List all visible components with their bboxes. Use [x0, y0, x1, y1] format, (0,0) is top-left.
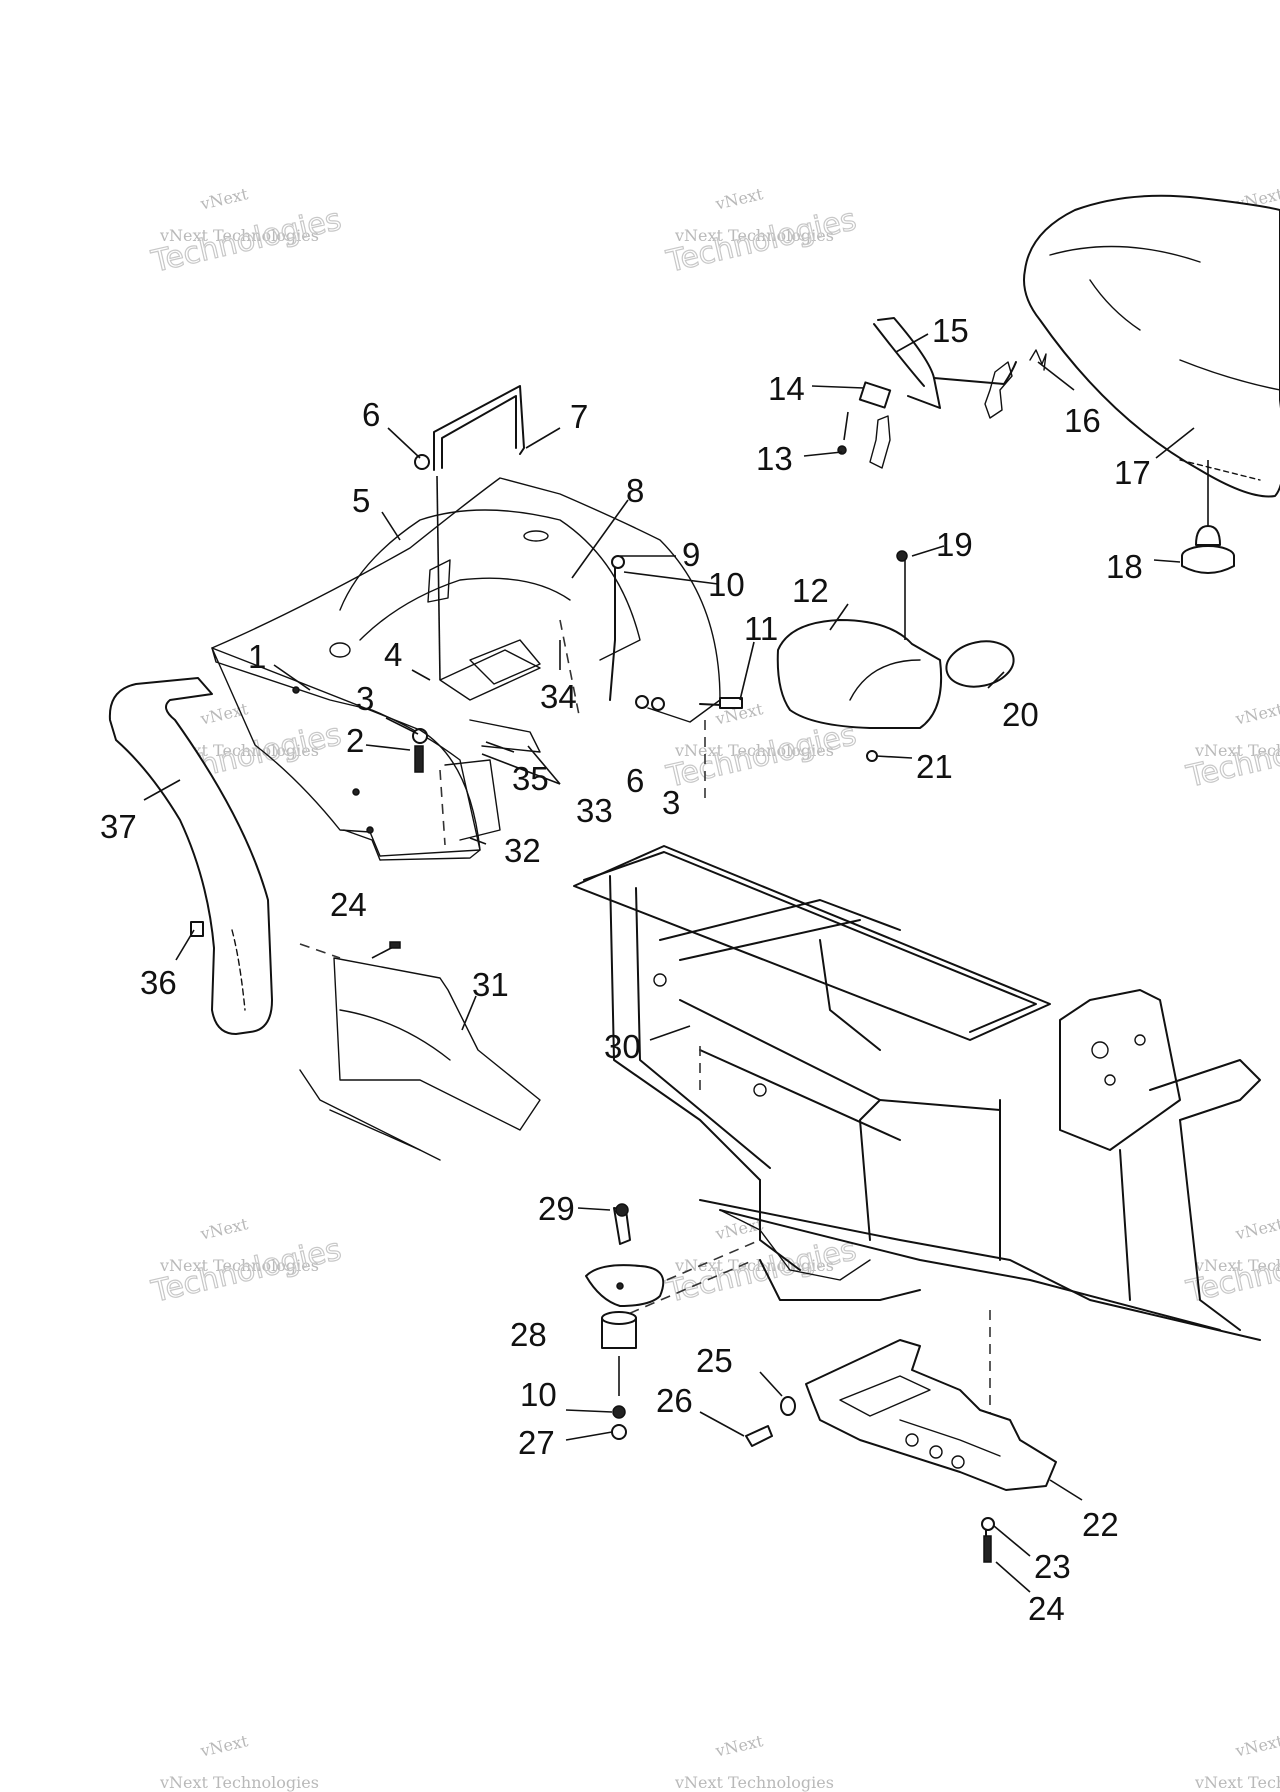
callout-6: 6 [626, 762, 644, 799]
callout-28: 28 [510, 1316, 547, 1353]
footwell-part [108, 677, 273, 1035]
svg-text:vNext: vNext [713, 184, 766, 214]
callout-10: 10 [708, 566, 745, 603]
svg-text:vNext: vNext [1233, 1214, 1280, 1244]
svg-text:vNext Technologies: vNext Technologies [159, 1773, 319, 1792]
callout-16: 16 [1064, 402, 1101, 439]
rear-handle-part [433, 385, 525, 471]
side-panel-part [299, 941, 541, 1161]
callout-17: 17 [1114, 454, 1151, 491]
watermark: vNext vNext Technologies Technologies [1182, 699, 1280, 795]
svg-text:vNext: vNext [713, 1731, 766, 1761]
callout-34: 34 [540, 678, 577, 715]
svg-text:vNext Technologies: vNext Technologies [159, 1256, 319, 1275]
callout-11: 11 [744, 610, 778, 647]
rear-rack-part [211, 477, 721, 857]
callout-26: 26 [656, 1382, 693, 1419]
svg-text:Technologies: Technologies [663, 717, 860, 795]
svg-text:Technologies: Technologies [663, 1232, 860, 1310]
svg-text:vNext Technologies: vNext Technologies [1194, 1256, 1280, 1275]
callout-31: 31 [472, 966, 509, 1003]
callout-14: 14 [768, 370, 805, 407]
callout-33: 33 [576, 792, 613, 829]
callout-4: 4 [384, 636, 402, 673]
callout-20: 20 [1002, 696, 1039, 733]
svg-text:vNext Technologies: vNext Technologies [674, 1773, 834, 1792]
tail-light-part [776, 550, 1015, 762]
callout-27: 27 [518, 1424, 555, 1461]
svg-text:vNext: vNext [198, 699, 251, 729]
svg-text:vNext Technologies: vNext Technologies [1194, 1773, 1280, 1792]
callout-leaders [143, 333, 1195, 1593]
callout-25: 25 [696, 1342, 733, 1379]
callout-22: 22 [1082, 1506, 1119, 1543]
watermark: vNext vNext Technologies Technologies [147, 184, 345, 280]
callout-1: 1 [248, 638, 266, 675]
callout-35: 35 [512, 760, 549, 797]
svg-text:vNext: vNext [198, 1731, 251, 1761]
svg-text:vNext Technologies: vNext Technologies [674, 226, 834, 245]
svg-text:Technologies: Technologies [148, 202, 345, 280]
callout-8: 8 [626, 472, 644, 509]
callout-6: 6 [362, 396, 380, 433]
callout-30: 30 [604, 1028, 641, 1065]
callout-24: 24 [330, 886, 367, 923]
fender-part [211, 647, 541, 861]
callout-2: 2 [346, 722, 364, 759]
callout-12: 12 [792, 572, 829, 609]
watermark: vNext vNext Technologies [159, 1731, 319, 1792]
seat-bumper-part [1181, 460, 1235, 574]
skid-plate-part [805, 1339, 1057, 1563]
callout-10: 10 [520, 1376, 557, 1413]
callout-7: 7 [570, 398, 588, 435]
callout-21: 21 [916, 748, 953, 785]
watermark: vNext vNext Technologies Technologies [662, 184, 860, 280]
rack-fasteners [412, 454, 743, 773]
watermarks: vNext vNext Technologies Technologies vN… [147, 184, 1280, 1792]
callout-19: 19 [936, 526, 973, 563]
svg-text:vNext: vNext [198, 1214, 251, 1244]
callout-23: 23 [1034, 1548, 1071, 1585]
watermark: vNext vNext Technologies Technologies [662, 1214, 860, 1310]
svg-text:vNext Technologies: vNext Technologies [1194, 741, 1280, 760]
watermark: vNext vNext Technologies [1194, 1731, 1280, 1792]
callout-13: 13 [756, 440, 793, 477]
watermark: vNext vNext Technologies Technologies [147, 1214, 345, 1310]
callout-29: 29 [538, 1190, 575, 1227]
engine-mount-part [585, 1203, 665, 1440]
callout-37: 37 [100, 808, 137, 845]
callout-36: 36 [140, 964, 177, 1001]
seat-latch-part [837, 317, 1047, 469]
svg-text:vNext: vNext [1233, 1731, 1280, 1761]
svg-text:Technologies: Technologies [148, 1232, 345, 1310]
callout-9: 9 [682, 536, 700, 573]
watermark: vNext vNext Technologies [674, 1731, 834, 1792]
svg-text:vNext: vNext [198, 184, 251, 214]
callout-3: 3 [662, 784, 680, 821]
callout-24: 24 [1028, 1590, 1065, 1627]
svg-text:vNext Technologies: vNext Technologies [159, 226, 319, 245]
svg-text:vNext Technologies: vNext Technologies [674, 741, 834, 760]
callout-3: 3 [356, 680, 374, 717]
svg-text:Technologies: Technologies [663, 202, 860, 280]
frame-part [573, 720, 1261, 1420]
callouts: 1 2 3 3 4 5 6 6 7 8 9 10 10 11 12 13 14 … [100, 312, 1151, 1627]
callout-18: 18 [1106, 548, 1143, 585]
callout-15: 15 [932, 312, 969, 349]
callout-5: 5 [352, 482, 370, 519]
seat-part [1023, 194, 1280, 498]
callout-32: 32 [504, 832, 541, 869]
svg-text:vNext: vNext [1233, 699, 1280, 729]
skid-bolt-part [745, 1396, 796, 1447]
